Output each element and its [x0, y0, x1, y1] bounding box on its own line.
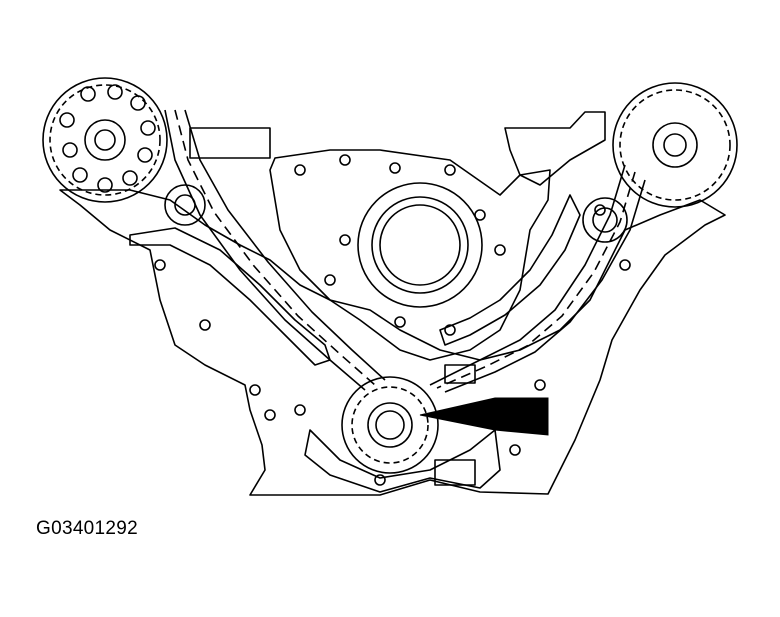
lower-boss	[445, 365, 475, 383]
cover-bolt-holes	[155, 155, 630, 485]
right-chain-guide	[440, 195, 580, 345]
oil-pump-housing	[305, 430, 500, 492]
crankshaft-sprocket	[342, 377, 438, 473]
lower-bracket	[435, 460, 475, 485]
figure-id-label: G03401292	[36, 518, 139, 539]
front-cover-outline	[60, 190, 725, 495]
right-timing-chain	[430, 165, 645, 392]
left-camshaft-sprocket	[43, 78, 167, 202]
right-idler-sprocket	[583, 198, 627, 242]
central-bore	[358, 183, 482, 307]
right-tensioner-bracket	[505, 112, 605, 185]
right-camshaft-sprocket	[613, 83, 737, 207]
left-timing-chain	[165, 110, 385, 390]
left-tensioner	[190, 128, 270, 158]
left-idler-sprocket	[165, 185, 205, 225]
cover-inner-ridge	[270, 150, 550, 360]
pointer-arrow	[420, 398, 548, 435]
left-chain-guide	[130, 228, 330, 365]
